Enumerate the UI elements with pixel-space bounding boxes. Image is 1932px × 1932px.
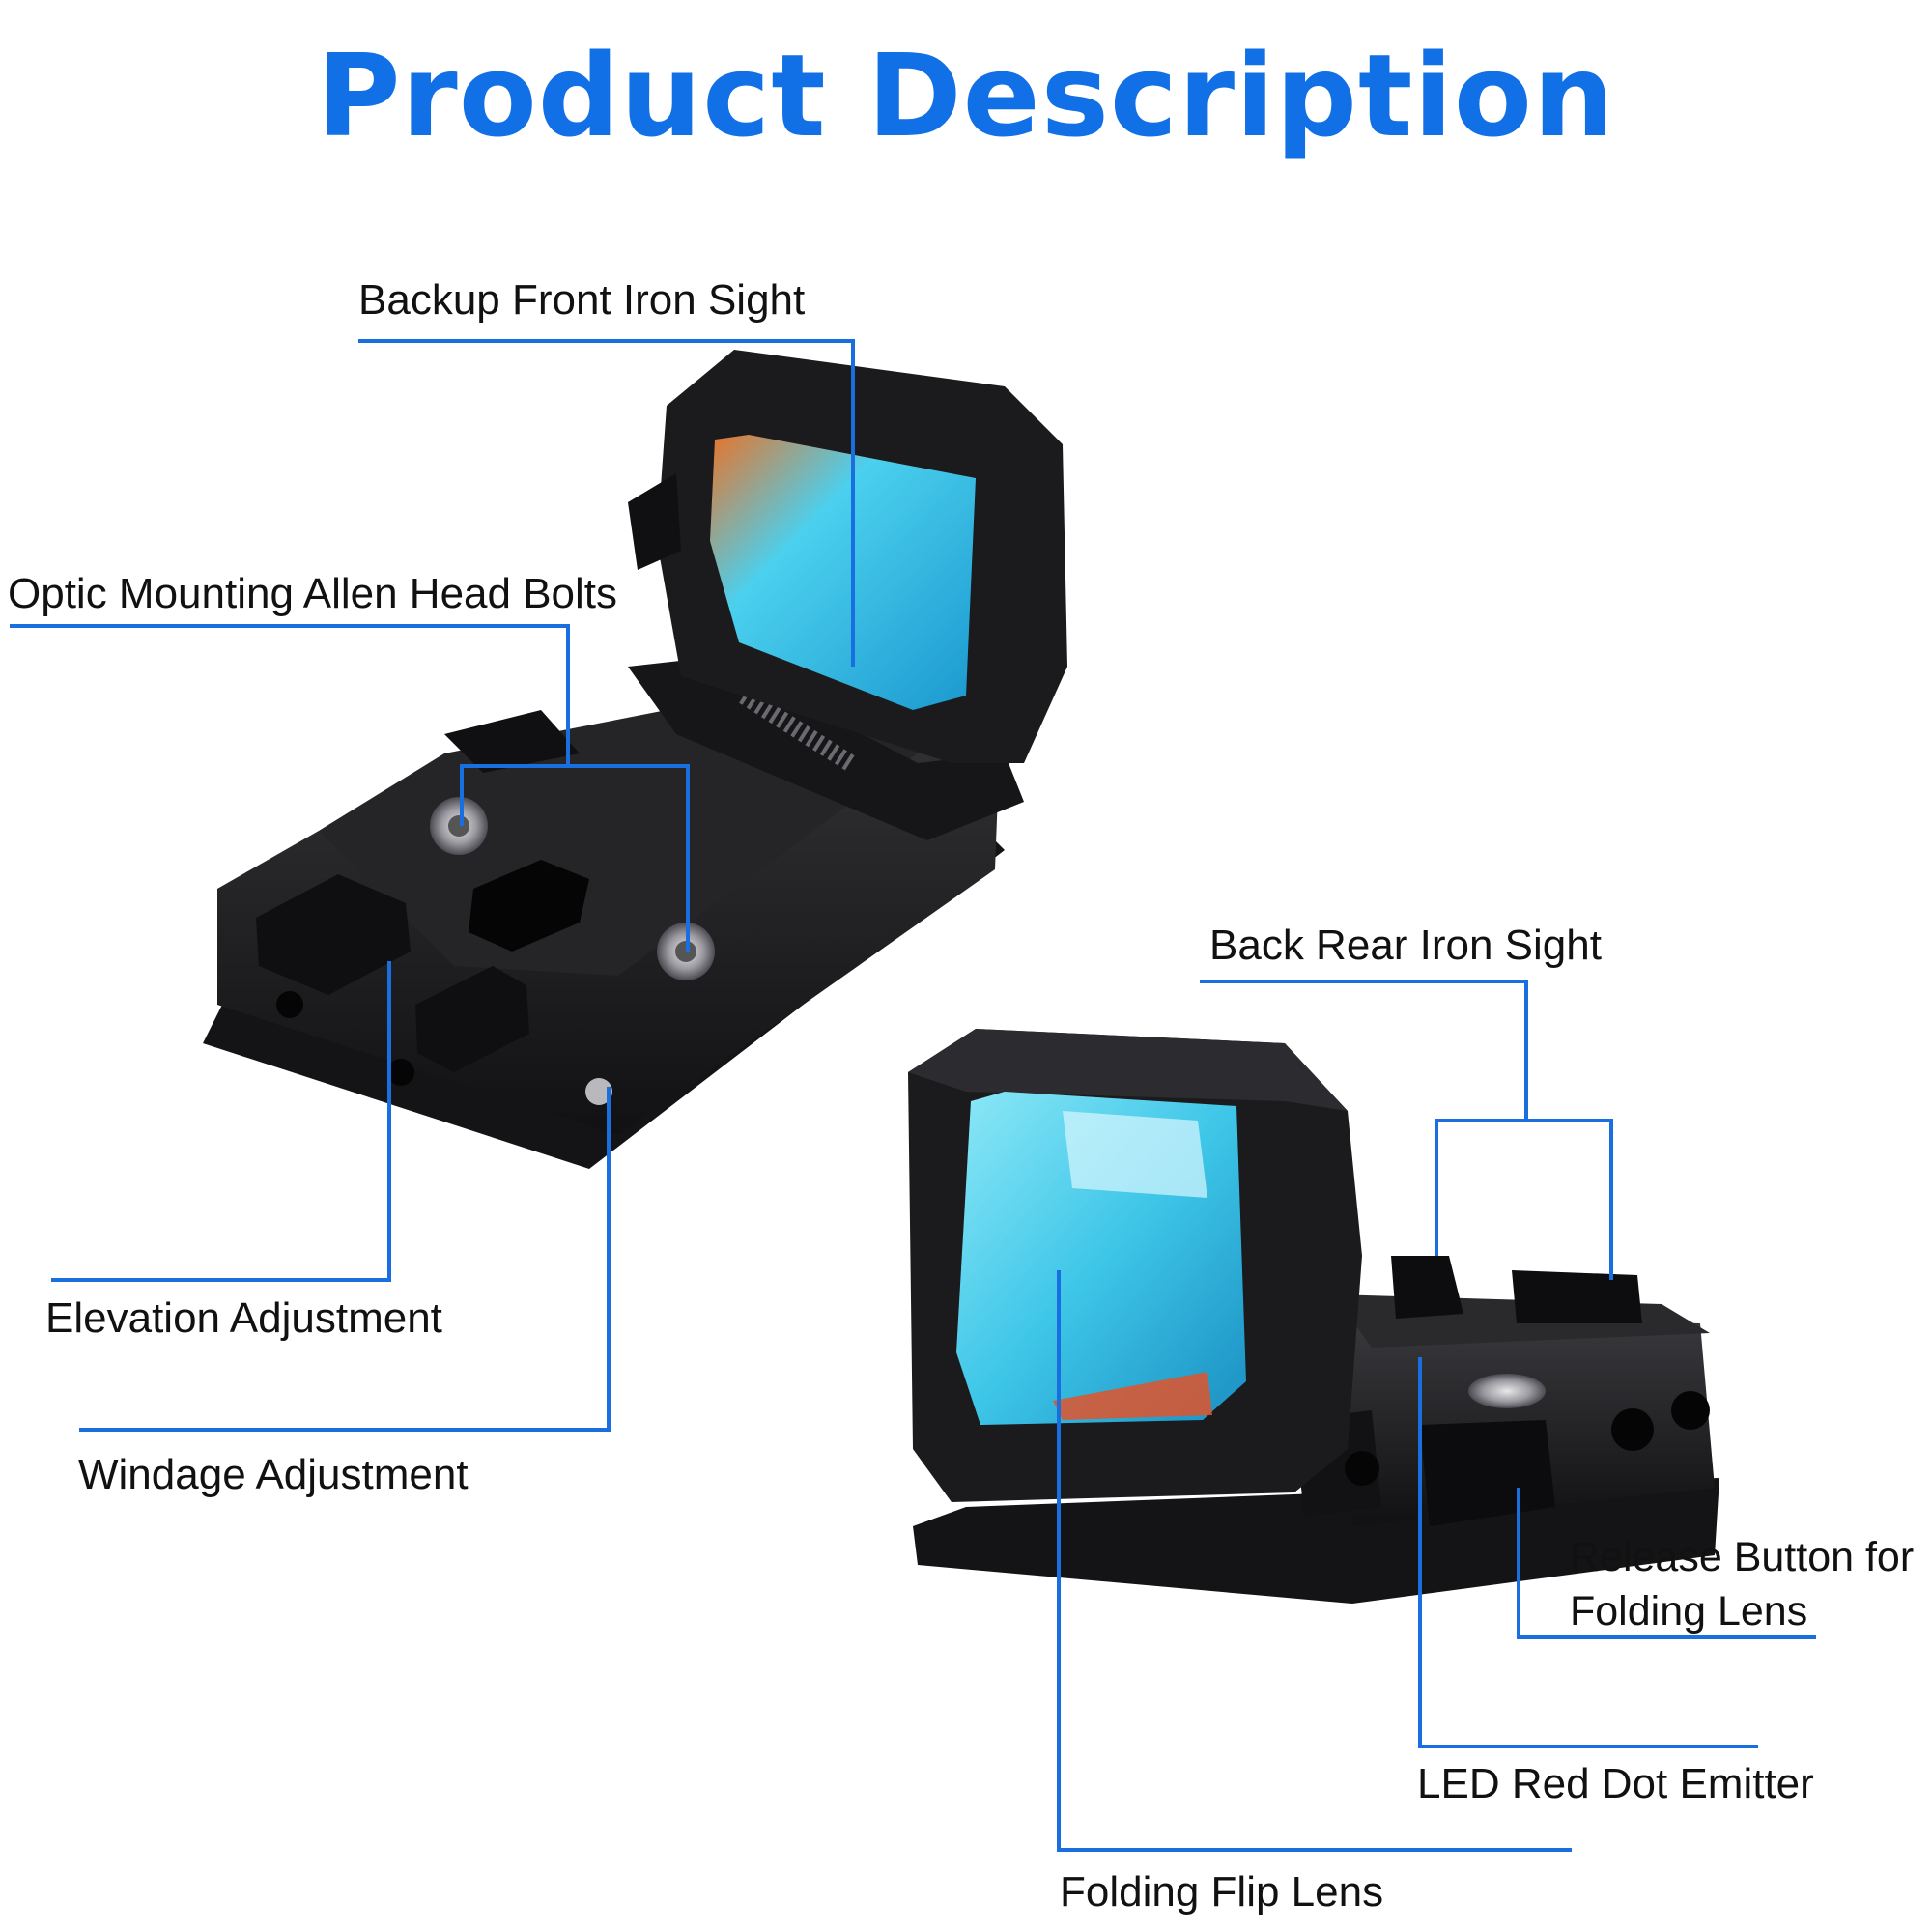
label-optic-mounting-allen-head-bolts: Optic Mounting Allen Head Bolts xyxy=(8,570,618,617)
label-folding-flip-lens: Folding Flip Lens xyxy=(1060,1868,1384,1916)
rear-lens-tint xyxy=(1053,1372,1212,1420)
rear-side-screw-2 xyxy=(1671,1391,1710,1430)
front-body-top xyxy=(217,618,1005,1135)
leader-lines xyxy=(10,339,1816,1852)
front-bolt-1-socket xyxy=(448,815,469,837)
front-rear-block-left xyxy=(256,874,411,995)
leader-back-rear-iron-sight xyxy=(1200,980,1528,1121)
front-sight-unit xyxy=(203,350,1067,1169)
label-backup-front-iron-sight: Backup Front Iron Sight xyxy=(358,276,806,324)
label-release-button-for-folding-lens: Release Button for Folding Lens xyxy=(1570,1534,1915,1634)
front-side-screw-1 xyxy=(276,991,303,1018)
label-led-red-dot-emitter: LED Red Dot Emitter xyxy=(1417,1760,1814,1807)
front-rear-block-right xyxy=(415,966,529,1072)
front-side-screw-3 xyxy=(585,1078,612,1105)
leader-elevation-adjustment xyxy=(51,961,391,1282)
rear-sight-unit xyxy=(908,1029,1719,1604)
release-button xyxy=(1420,1420,1555,1526)
leader-optic-mounting-bolts-split xyxy=(460,764,690,952)
front-lens-glass xyxy=(710,435,976,710)
leader-optic-mounting-bolts xyxy=(10,624,570,766)
front-recess xyxy=(469,860,589,952)
rear-bolt xyxy=(1468,1374,1546,1408)
leader-backup-front-iron-sight xyxy=(358,339,855,667)
rear-side-screw-1 xyxy=(1611,1408,1654,1451)
rear-sight-block-right xyxy=(1512,1270,1642,1323)
rear-lens-reflection xyxy=(1063,1111,1208,1198)
page-title: Product Description xyxy=(317,29,1615,162)
rear-hinge-pin xyxy=(1345,1451,1379,1486)
rear-lens-frame xyxy=(908,1029,1348,1111)
label-elevation-adjustment: Elevation Adjustment xyxy=(45,1294,442,1342)
leader-back-rear-iron-sight-split xyxy=(1435,1119,1613,1280)
rear-sight-block-left xyxy=(1391,1256,1463,1319)
leader-folding-flip-lens xyxy=(1057,1270,1572,1852)
label-back-rear-iron-sight: Back Rear Iron Sight xyxy=(1209,922,1602,969)
front-latch xyxy=(628,473,681,570)
front-side-screw-2 xyxy=(387,1059,414,1086)
leader-release-button xyxy=(1517,1488,1816,1639)
leader-windage-adjustment xyxy=(79,1087,611,1432)
front-side-rail xyxy=(444,710,580,773)
leader-led-red-dot-emitter xyxy=(1418,1357,1758,1748)
front-spring xyxy=(739,688,855,771)
label-windage-adjustment: Windage Adjustment xyxy=(78,1451,469,1498)
